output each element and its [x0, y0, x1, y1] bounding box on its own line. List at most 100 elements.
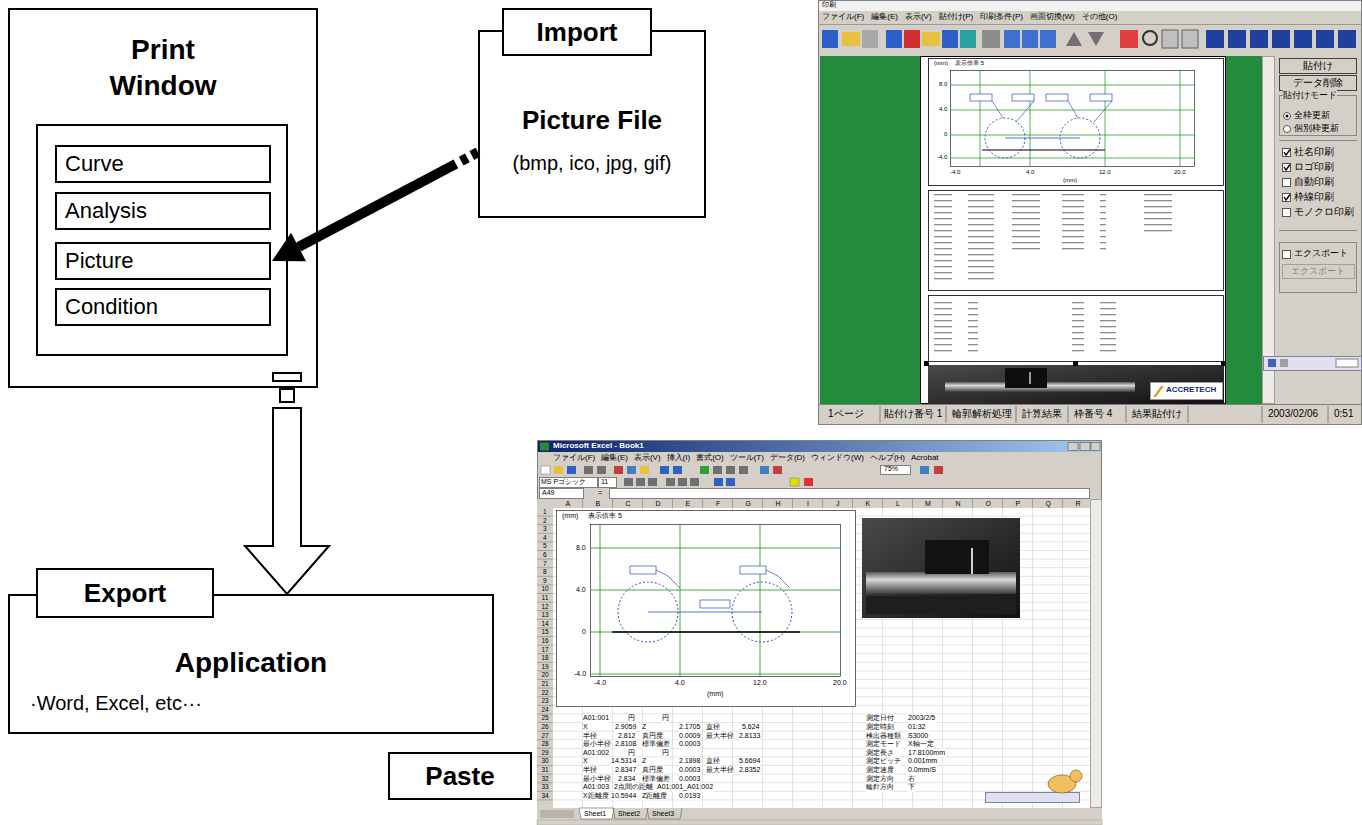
- toolbar-icon: [922, 32, 940, 46]
- toolbar-icon: [804, 478, 813, 486]
- screen-text: 17: [542, 646, 549, 655]
- screen-text: 輪針方向: [866, 783, 894, 792]
- tab-heading: Import: [502, 8, 652, 56]
- screen-text: Sheet1: [584, 810, 606, 818]
- window-frame: [538, 441, 1102, 825]
- screen-text: 11: [542, 594, 549, 603]
- screen-text: C: [626, 499, 631, 508]
- screen-text: Z距離度: [642, 792, 667, 801]
- app-window: [818, 1, 1362, 425]
- toolbar-icon: [1228, 30, 1246, 48]
- screen-text: 2点間の距離: [614, 783, 653, 792]
- screen-text: 0:51: [1334, 408, 1353, 420]
- screen-text: A01:003: [583, 783, 609, 792]
- screen-text: 16: [542, 637, 549, 646]
- screen-text: 右: [908, 775, 915, 784]
- radio-button: [1284, 126, 1291, 133]
- callout-box: [740, 566, 766, 574]
- leader-line: [656, 570, 790, 588]
- checkbox: [1283, 251, 1291, 259]
- divider-line: [1279, 140, 1357, 141]
- screen-text: S3000: [908, 732, 928, 741]
- toolbar-icon: [673, 466, 682, 474]
- screen-text: 22: [542, 689, 549, 698]
- panel-box: Condition: [55, 288, 271, 326]
- screen-text: 枠線印刷: [1294, 191, 1334, 203]
- screen-text: X: [583, 757, 588, 766]
- toolbar-icon: [1272, 30, 1290, 48]
- workpiece-photo: [928, 365, 1224, 404]
- screen-text: Sheet3: [652, 810, 674, 818]
- screen-text: 2003/2/5: [908, 714, 935, 723]
- screen-text: 75%: [884, 465, 898, 473]
- check-mark: [1284, 195, 1290, 201]
- screen-text: 20.0: [1174, 169, 1186, 176]
- screen-text: 社名印刷: [1294, 146, 1334, 158]
- screen-text: X: [583, 723, 588, 732]
- screen-text: 8: [543, 568, 547, 577]
- group-box: [1280, 96, 1357, 136]
- toolbar-icon: [1088, 32, 1104, 46]
- screen-text: 1ページ: [828, 408, 864, 420]
- toolbar: [822, 30, 1356, 48]
- group-box: [1280, 243, 1357, 293]
- screen-text: 円: [628, 714, 635, 723]
- menu-item: ファイル(F): [822, 12, 864, 22]
- window-button: [1091, 443, 1100, 451]
- menu-item: 表示(V): [634, 453, 661, 463]
- menu-item: データ(D): [770, 453, 805, 463]
- toolbar-icon: [726, 478, 735, 486]
- screen-text: 枠番号 4: [1074, 408, 1112, 420]
- logo-box: [1151, 383, 1223, 400]
- tiny-table-text: [934, 194, 994, 284]
- window-button: [1068, 443, 1078, 451]
- screen-text: 測定時刻: [866, 723, 894, 732]
- check-mark: [1284, 165, 1290, 171]
- title-bar: [819, 1, 1361, 11]
- screen-text: 2.8108: [615, 740, 636, 749]
- panel-name: Curve: [57, 147, 269, 181]
- screen-text: 0.001mm: [908, 757, 937, 766]
- toolbar-icon: [790, 478, 799, 486]
- screen-text: 検出器種類: [866, 732, 901, 741]
- screen-text: (mm): [934, 60, 948, 67]
- toolbar-icon: [773, 466, 782, 474]
- box-note: ·Word, Excel, etc···: [30, 690, 492, 716]
- screen-text: 10: [542, 585, 549, 594]
- checkbox: [1283, 164, 1291, 172]
- screen-text: 5.6694: [739, 757, 760, 766]
- toolbar-icon: [726, 466, 735, 474]
- menu-item: 表示(V): [905, 12, 932, 22]
- screen-text: 14.5314: [611, 757, 636, 766]
- screen-text: H: [776, 499, 781, 508]
- grid-line: [951, 71, 1195, 167]
- toolbar-icon: [541, 466, 550, 474]
- photo-probe-block: [1005, 368, 1047, 388]
- photo-stylus: [971, 548, 973, 574]
- menu-bar: ファイル(F)編集(E)表示(V)貼付け(P)印刷条件(P)画面切換(W)その他…: [822, 12, 1117, 22]
- screen-text: 4.0: [1026, 169, 1034, 176]
- screen-text: 0.0193: [679, 792, 700, 801]
- row-header: [537, 508, 553, 808]
- checkbox: [1283, 179, 1291, 187]
- screen-text: 19: [542, 663, 549, 672]
- callout-box: [1090, 94, 1112, 101]
- selection-handle: [924, 361, 929, 366]
- screen-text: 2.812: [618, 732, 636, 741]
- screen-text: MS Pゴシック: [541, 478, 586, 486]
- box-title: Paste: [390, 754, 530, 798]
- size-box: [599, 478, 617, 488]
- screen-text: 測定ピッチ: [866, 757, 901, 766]
- column-header-lines: [553, 499, 1090, 508]
- screen-text: 測定長さ: [866, 749, 894, 758]
- toolbar-icon: [1143, 31, 1157, 45]
- logo-mark: [1153, 386, 1164, 397]
- screen-text: 4: [543, 534, 547, 543]
- screen-text: 表示倍率 5: [588, 512, 622, 520]
- screen-text: 0: [944, 131, 947, 138]
- toolbar-icon: [822, 30, 838, 48]
- screen-text: Z: [642, 723, 646, 732]
- mini-toolbar: [986, 793, 1080, 803]
- screen-text: 9: [543, 577, 547, 586]
- sheet-tab: [579, 808, 614, 819]
